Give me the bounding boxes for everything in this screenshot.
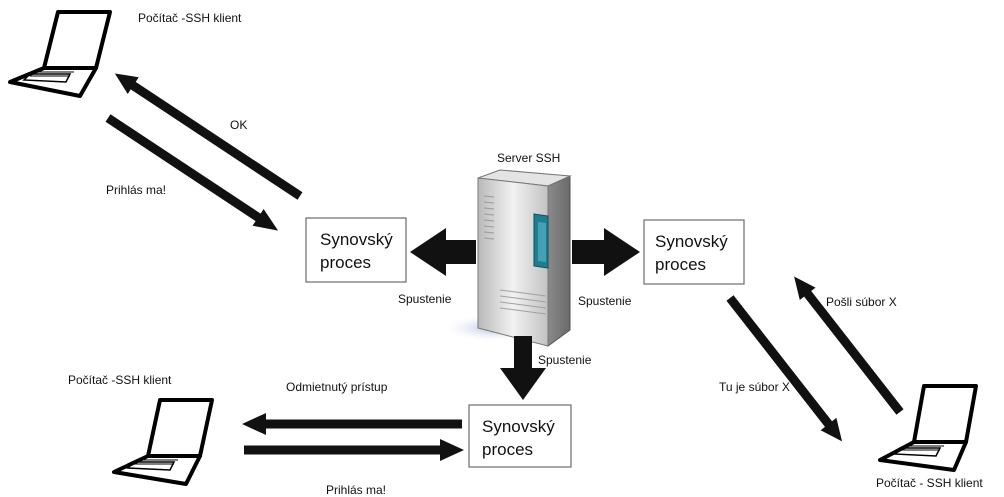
child-process-line1: Synovský	[482, 417, 555, 436]
message-arrow-ok	[114, 73, 303, 200]
message-label-login-top: Prihlás ma!	[106, 183, 166, 197]
laptop-icon	[8, 10, 112, 98]
message-arrow-login-top	[105, 114, 279, 231]
message-arrow-send	[794, 276, 904, 415]
message-arrow-here	[726, 295, 843, 442]
child-process-line2: proces	[320, 253, 371, 272]
server-label: Server SSH	[497, 151, 560, 165]
server-icon	[440, 169, 572, 347]
child-process-line1: Synovský	[655, 232, 728, 251]
child-process-line2: proces	[482, 440, 533, 459]
message-label-login-bottom: Prihlás ma!	[326, 483, 386, 497]
spawn-arrow-right	[572, 228, 640, 276]
laptop-icon	[878, 384, 978, 472]
message-label-ok: OK	[230, 118, 247, 132]
message-arrow-login-bottom	[244, 439, 464, 461]
spawn-label-right: Spustenie	[578, 294, 632, 308]
message-label-denied: Odmietnutý prístup	[286, 380, 388, 394]
laptop-icon	[112, 398, 214, 486]
child-process-box-right: Synovský proces	[643, 219, 745, 285]
spawn-label-bottom: Spustenie	[538, 353, 592, 367]
spawn-arrow-down	[500, 336, 546, 400]
client-label-bottom-right: Počítač - SSH klient	[876, 476, 983, 490]
child-process-line1: Synovský	[320, 230, 393, 249]
child-process-line2: proces	[655, 255, 706, 274]
spawn-label-left: Spustenie	[398, 292, 452, 306]
client-label-top-left: Počítač -SSH klient	[138, 11, 242, 25]
client-label-bottom-left: Počítač -SSH klient	[68, 373, 172, 387]
message-label-here: Tu je súbor X	[719, 380, 790, 394]
message-arrow-denied	[242, 413, 462, 435]
child-process-box-bottom: Synovský proces	[468, 404, 572, 468]
child-process-box-left: Synovský proces	[305, 217, 407, 283]
spawn-arrow-left	[410, 228, 476, 276]
message-label-send: Pošli súbor X	[826, 295, 897, 309]
